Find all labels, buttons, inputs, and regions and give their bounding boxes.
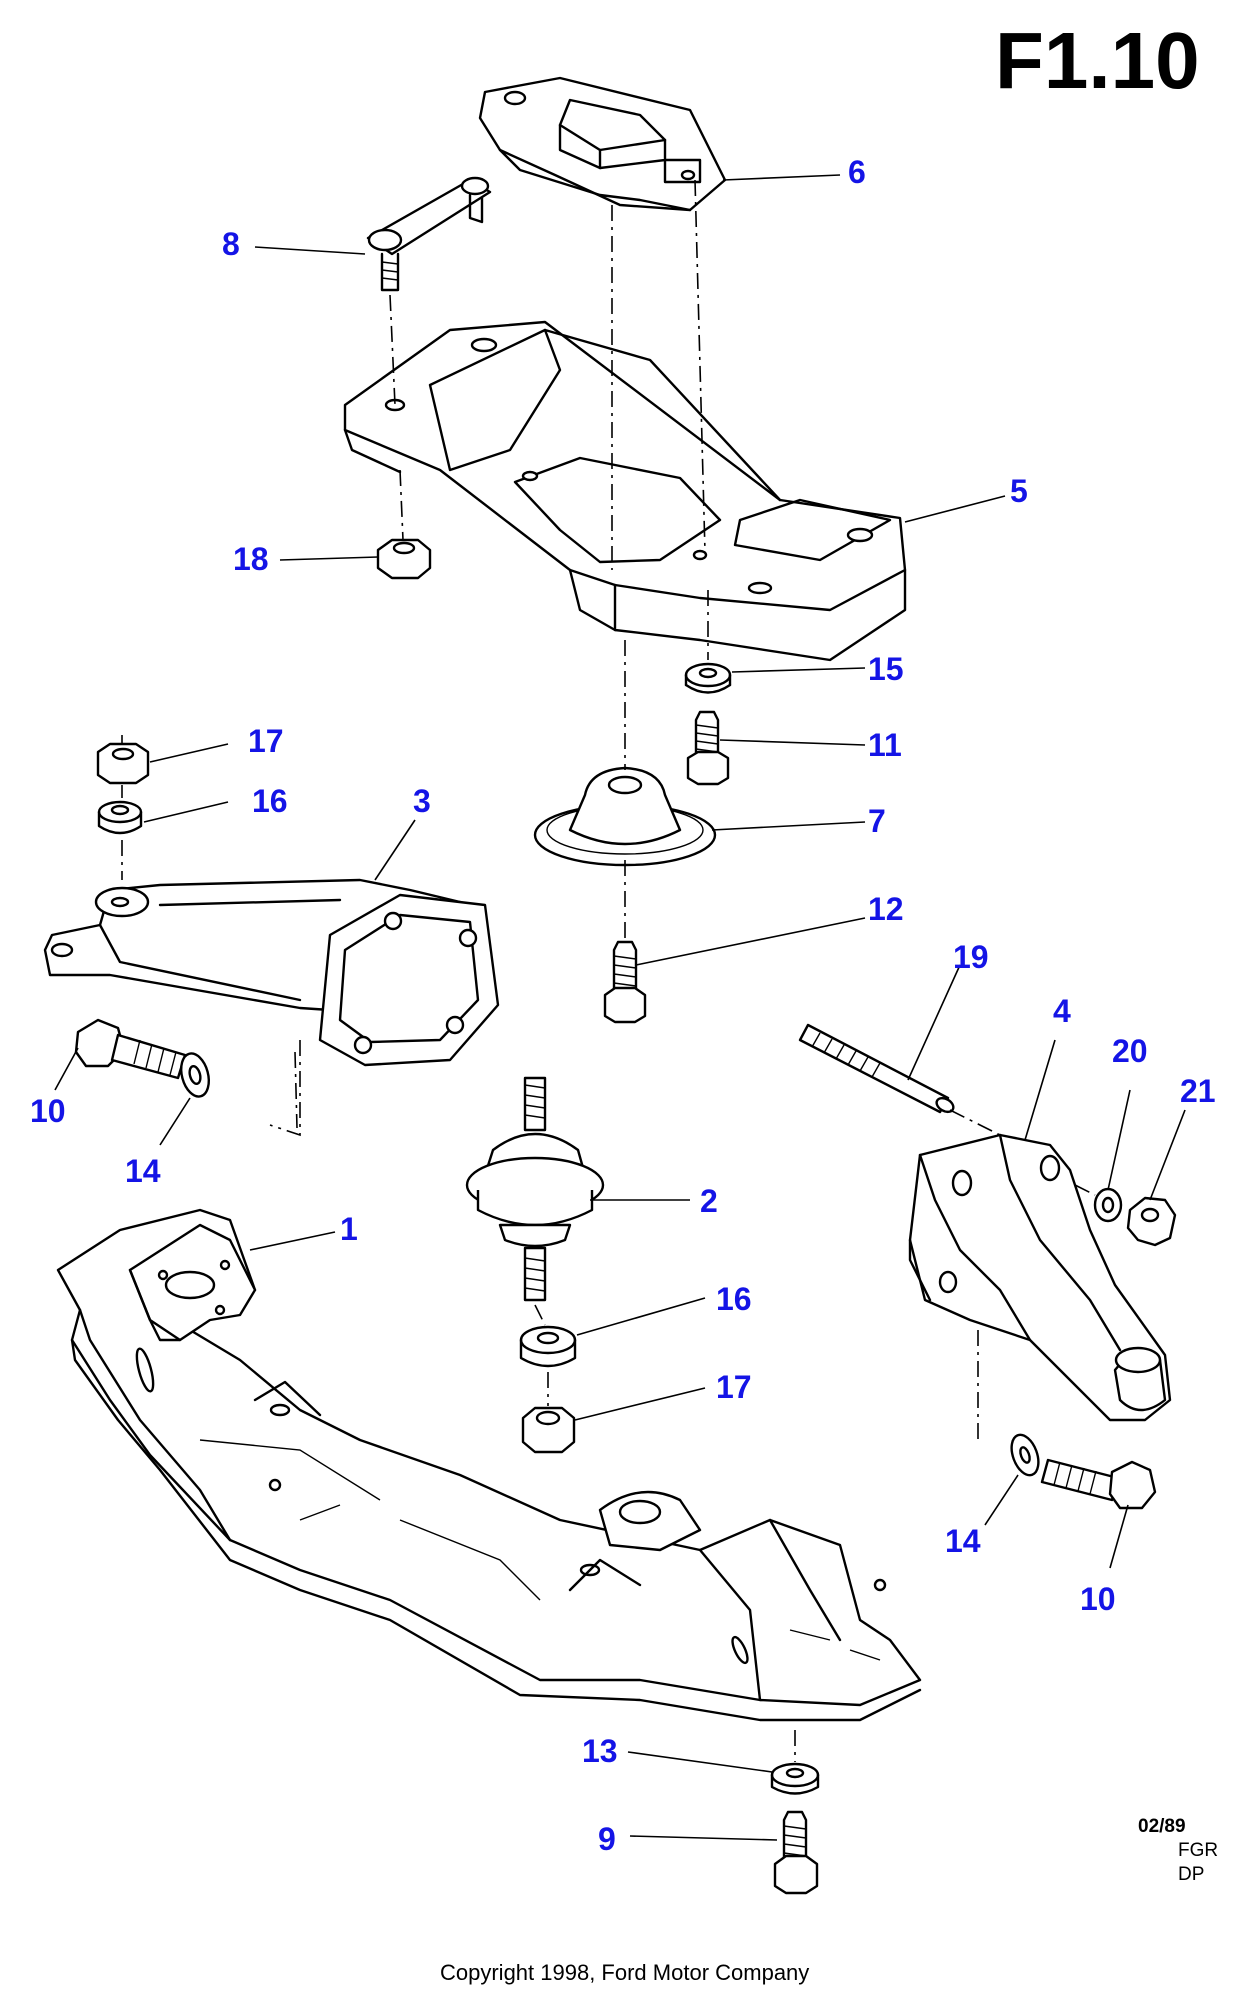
label-16-upper: 16 bbox=[252, 783, 288, 819]
label-17-upper: 17 bbox=[248, 723, 284, 759]
part-3-engine-bracket-left bbox=[43, 878, 500, 1067]
label-18: 18 bbox=[233, 541, 269, 577]
part-21-nut bbox=[1126, 1196, 1177, 1247]
part-4-engine-bracket-right bbox=[908, 1133, 1172, 1422]
label-6: 6 bbox=[848, 154, 866, 190]
label-9: 9 bbox=[598, 1821, 616, 1857]
label-14-left: 14 bbox=[125, 1153, 161, 1189]
label-8: 8 bbox=[222, 226, 240, 262]
leader-lines bbox=[54, 174, 1186, 1841]
label-3: 3 bbox=[413, 783, 431, 819]
label-5: 5 bbox=[1010, 473, 1028, 509]
region-code: FGR bbox=[1178, 1840, 1218, 1861]
part-20-washer bbox=[1093, 1187, 1123, 1223]
part-8-link-bracket bbox=[366, 176, 492, 292]
label-12: 12 bbox=[868, 891, 904, 927]
label-19: 19 bbox=[953, 939, 989, 975]
part-11-bolt bbox=[686, 710, 730, 786]
part-12-bolt bbox=[603, 940, 647, 1024]
part-18-nut bbox=[376, 538, 432, 580]
assembly-lines bbox=[121, 179, 1096, 1762]
label-11: 11 bbox=[868, 727, 902, 763]
label-1: 1 bbox=[340, 1211, 358, 1247]
part-6-gearbox-mount bbox=[478, 76, 727, 212]
part-1-subframe bbox=[56, 1208, 922, 1722]
author-code: DP bbox=[1178, 1864, 1204, 1885]
label-13: 13 bbox=[582, 1733, 618, 1769]
label-21: 21 bbox=[1180, 1073, 1216, 1109]
part-19-stud bbox=[798, 1023, 955, 1114]
label-4: 4 bbox=[1053, 993, 1071, 1029]
revision-date: 02/89 bbox=[1138, 1816, 1186, 1837]
label-10-left: 10 bbox=[30, 1093, 66, 1129]
label-10-right: 10 bbox=[1080, 1581, 1116, 1617]
part-17-nut-lower bbox=[521, 1406, 576, 1454]
part-10-bolt-right bbox=[1040, 1458, 1157, 1510]
part-14-washer-left bbox=[180, 1052, 210, 1098]
part-10-bolt-left bbox=[74, 1018, 187, 1080]
label-2: 2 bbox=[700, 1183, 718, 1219]
label-20: 20 bbox=[1112, 1033, 1148, 1069]
label-15: 15 bbox=[868, 651, 904, 687]
part-9-bolt bbox=[773, 1810, 819, 1895]
part-7-rubber-mount bbox=[533, 766, 717, 867]
part-5-crossmember-support bbox=[343, 320, 907, 662]
part-13-washer bbox=[770, 1762, 820, 1795]
label-17-lower: 17 bbox=[716, 1369, 752, 1405]
part-2-engine-mount bbox=[465, 1076, 605, 1302]
label-7: 7 bbox=[868, 803, 886, 839]
label-16-lower: 16 bbox=[716, 1281, 752, 1317]
part-16-washer-lower bbox=[519, 1325, 577, 1368]
callout-labels: 8 6 5 18 15 11 17 16 3 7 12 19 4 20 21 1… bbox=[30, 154, 1216, 1857]
part-14-washer-right bbox=[1010, 1433, 1040, 1477]
copyright-notice: Copyright 1998, Ford Motor Company bbox=[440, 1960, 809, 1985]
label-14-right: 14 bbox=[945, 1523, 981, 1559]
part-15-washer bbox=[684, 662, 732, 694]
diagram-title: F1.10 bbox=[995, 16, 1200, 105]
part-17-nut-upper bbox=[96, 742, 150, 785]
part-16-washer-upper bbox=[97, 800, 143, 835]
